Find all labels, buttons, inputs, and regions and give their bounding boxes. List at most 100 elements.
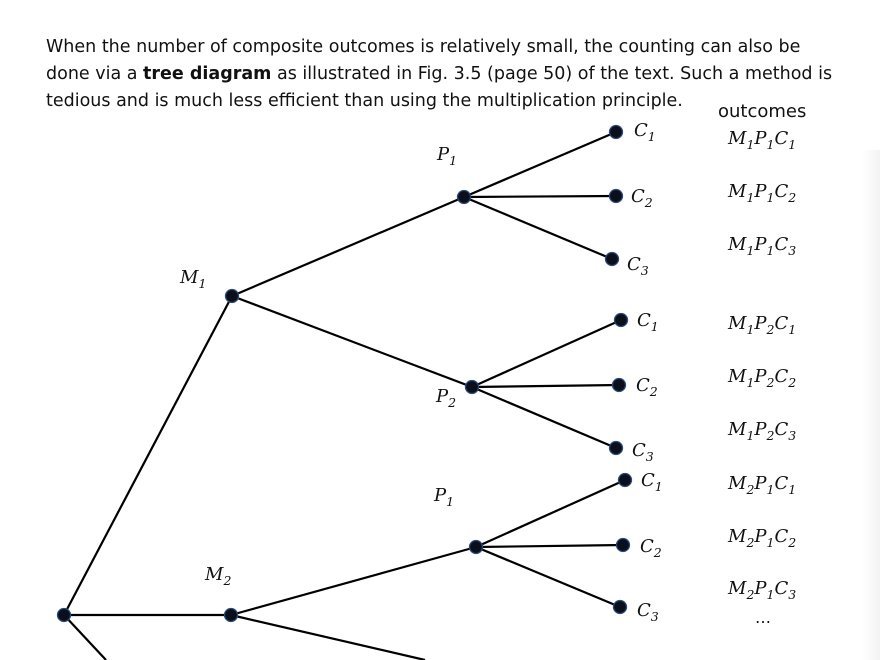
node-m2p1c3	[612, 599, 628, 615]
label-m1p2c3: C3	[632, 440, 654, 464]
outcome-5-symbol-3: C	[774, 366, 788, 387]
outcome-5: M1P2C2	[727, 366, 796, 390]
edge-m2p1-m2p1c2	[475, 543, 624, 549]
label-m1p1-base: P	[436, 144, 450, 165]
outcome-8-symbol-3: C	[774, 526, 788, 547]
outcomes-ellipsis: …	[755, 608, 771, 627]
label-m1p1c1-sub: 1	[648, 129, 656, 144]
outcome-6-subscript-2: 2	[766, 428, 775, 443]
outcome-2-symbol-3: C	[774, 181, 788, 202]
label-m2p1c1: C1	[641, 470, 663, 494]
node-m1p2	[464, 379, 480, 395]
label-m1p1c3-base: C	[627, 254, 641, 275]
outcomes-heading: outcomes	[718, 101, 807, 122]
node-m1p2c2	[611, 377, 627, 393]
outcome-7-symbol-2: P	[753, 473, 767, 494]
outcome-1-symbol-1: M	[727, 128, 747, 149]
outcome-2-symbol-2: P	[753, 181, 767, 202]
outcome-5-subscript-2: 2	[766, 375, 775, 390]
outcome-6-symbol-1: M	[727, 419, 747, 440]
node-m2	[223, 607, 239, 623]
label-m2-sub: 2	[222, 573, 231, 588]
label-m2p1c1-sub: 1	[655, 479, 663, 494]
label-m2-base: M	[204, 564, 224, 585]
outcome-6-symbol-2: P	[753, 419, 767, 440]
label-m2p1c3-base: C	[637, 600, 651, 621]
outcome-6-subscript-3: 3	[788, 428, 796, 443]
outcome-9-subscript-3: 3	[788, 587, 796, 602]
intro-text-start: When the number of composite outcomes is…	[46, 37, 801, 84]
outcome-9-subscript-2: 1	[767, 587, 775, 602]
label-m2p1c2-base: C	[640, 536, 654, 557]
node-root	[56, 607, 72, 623]
edge-m1p2-m1p2c1	[471, 318, 622, 389]
outcome-1-subscript-1: 1	[746, 137, 754, 152]
outcome-3-symbol-2: P	[753, 234, 767, 255]
node-m1p2c1	[613, 312, 629, 328]
outcome-8-subscript-2: 1	[767, 535, 775, 550]
outcome-3-subscript-2: 1	[767, 243, 775, 258]
label-m1-sub: 1	[198, 276, 206, 291]
outcome-5-subscript-3: 2	[787, 375, 796, 390]
outcome-8-subscript-1: 2	[745, 535, 754, 550]
label-m2p1c3-sub: 3	[651, 609, 659, 624]
label-m1p2c2-sub: 2	[649, 384, 658, 399]
label-m1-base: M	[179, 267, 199, 288]
outcome-9-symbol-2: P	[753, 578, 767, 599]
tree-edges	[63, 130, 626, 660]
node-m1p1c3	[604, 251, 620, 267]
label-m1p2c3-sub: 3	[646, 449, 654, 464]
label-m1p2c1-base: C	[637, 310, 651, 331]
outcome-5-symbol-1: M	[727, 366, 747, 387]
label-m1p1c1: C1	[634, 120, 656, 144]
node-m1p1c1	[608, 124, 624, 140]
outcome-7-symbol-1: M	[727, 473, 747, 494]
outcome-8-symbol-2: P	[753, 526, 767, 547]
outcome-6-symbol-3: C	[774, 419, 788, 440]
outcome-3-symbol-1: M	[727, 234, 747, 255]
label-m1p1c2-base: C	[631, 186, 645, 207]
outcome-2-subscript-3: 2	[787, 190, 796, 205]
label-m1p2c3-base: C	[632, 440, 646, 461]
outcome-8-symbol-1: M	[727, 526, 747, 547]
outcome-4: M1P2C1	[727, 313, 796, 337]
label-m2p1-base: P	[433, 485, 447, 506]
edge-m1p1-m1p1c1	[463, 130, 617, 199]
intro-bold-term: tree diagram	[143, 64, 272, 84]
edge-m1-m1p1	[231, 195, 465, 298]
outcome-7-subscript-3: 1	[788, 482, 796, 497]
outcome-6-subscript-1: 1	[746, 428, 754, 443]
outcome-7-symbol-3: C	[774, 473, 788, 494]
label-m1p1c3: C3	[627, 254, 649, 278]
node-m2p1c2	[615, 537, 631, 553]
label-m2: M2	[204, 564, 231, 588]
outcome-2-subscript-2: 1	[767, 190, 775, 205]
label-m2p1c1-base: C	[641, 470, 655, 491]
outcome-2: M1P1C2	[727, 181, 796, 205]
label-m1p1c3-sub: 3	[641, 263, 649, 278]
label-m2p1-sub: 1	[446, 494, 454, 509]
outcome-7: M2P1C1	[727, 473, 796, 497]
edge-root-m1	[63, 295, 233, 616]
label-m1p2c2-base: C	[636, 375, 650, 396]
edge-m1-m1p2	[231, 294, 473, 389]
outcome-3-subscript-1: 1	[746, 243, 754, 258]
tree-nodes	[56, 124, 633, 623]
outcome-5-symbol-2: P	[753, 366, 767, 387]
outcome-1-subscript-2: 1	[767, 137, 775, 152]
outcome-4-symbol-2: P	[753, 313, 767, 334]
edge-m1p2-m1p2c2	[471, 383, 620, 389]
node-m1p1c2	[608, 188, 624, 204]
label-m2p1c3: C3	[637, 600, 659, 624]
outcome-8-subscript-3: 2	[787, 535, 796, 550]
label-m1p2-base: P	[435, 386, 449, 407]
label-m2p1c2-sub: 2	[653, 545, 662, 560]
outcome-9-subscript-1: 2	[745, 587, 754, 602]
outcome-2-subscript-1: 1	[746, 190, 754, 205]
outcome-1-symbol-2: P	[753, 128, 767, 149]
outcome-2-symbol-1: M	[727, 181, 747, 202]
outcome-5-subscript-1: 1	[746, 375, 754, 390]
edge-m2p1-m2p1c1	[475, 478, 626, 549]
